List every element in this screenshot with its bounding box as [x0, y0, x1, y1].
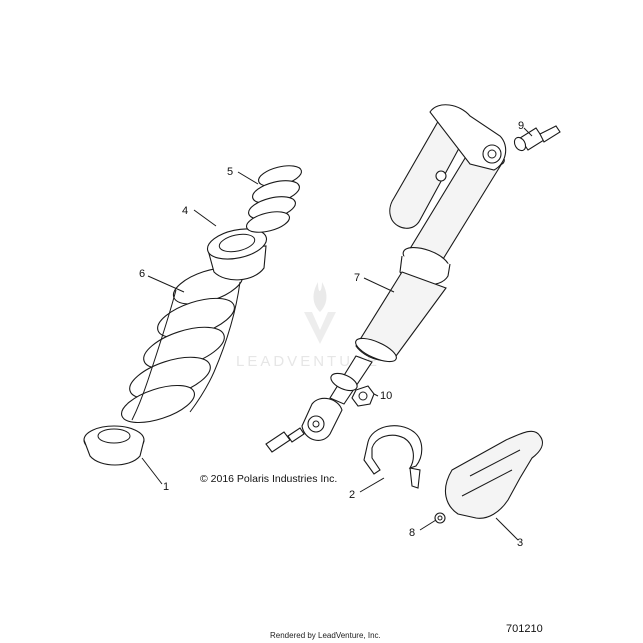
callout-5: 5: [227, 166, 233, 178]
callout-7: 7: [354, 272, 360, 284]
callout-1: 1: [163, 481, 169, 493]
part-10-nut: [351, 385, 375, 407]
part-6-coil-spring: [121, 267, 244, 424]
callout-10: 10: [380, 390, 392, 402]
callout-8: 8: [409, 527, 415, 539]
leader-lines: [141, 127, 533, 541]
part-3-guard: [444, 430, 543, 519]
callout-6: 6: [139, 268, 145, 280]
part-8-fastener: [434, 512, 446, 524]
callout-4: 4: [182, 205, 188, 217]
part-1-spring-seat: [83, 425, 145, 466]
callout-2: 2: [349, 489, 355, 501]
part-4-spring-spacer: [206, 228, 268, 281]
footer-credit: Rendered by LeadVenture, Inc.: [270, 631, 381, 640]
callout-3: 3: [517, 537, 523, 549]
watermark-logo-icon: [304, 282, 336, 344]
part-7-shock-absorber: [301, 104, 507, 441]
part-5-tender-spring: [245, 165, 303, 233]
callout-9: 9: [518, 120, 524, 132]
part-9-bolt: [513, 125, 561, 152]
part-2-clamp: [363, 425, 423, 489]
diagram-id: 701210: [506, 623, 543, 635]
lower-bolt: [265, 427, 305, 453]
watermark-text: LEADVENTURE: [236, 353, 380, 370]
copyright-text: © 2016 Polaris Industries Inc.: [200, 473, 337, 485]
